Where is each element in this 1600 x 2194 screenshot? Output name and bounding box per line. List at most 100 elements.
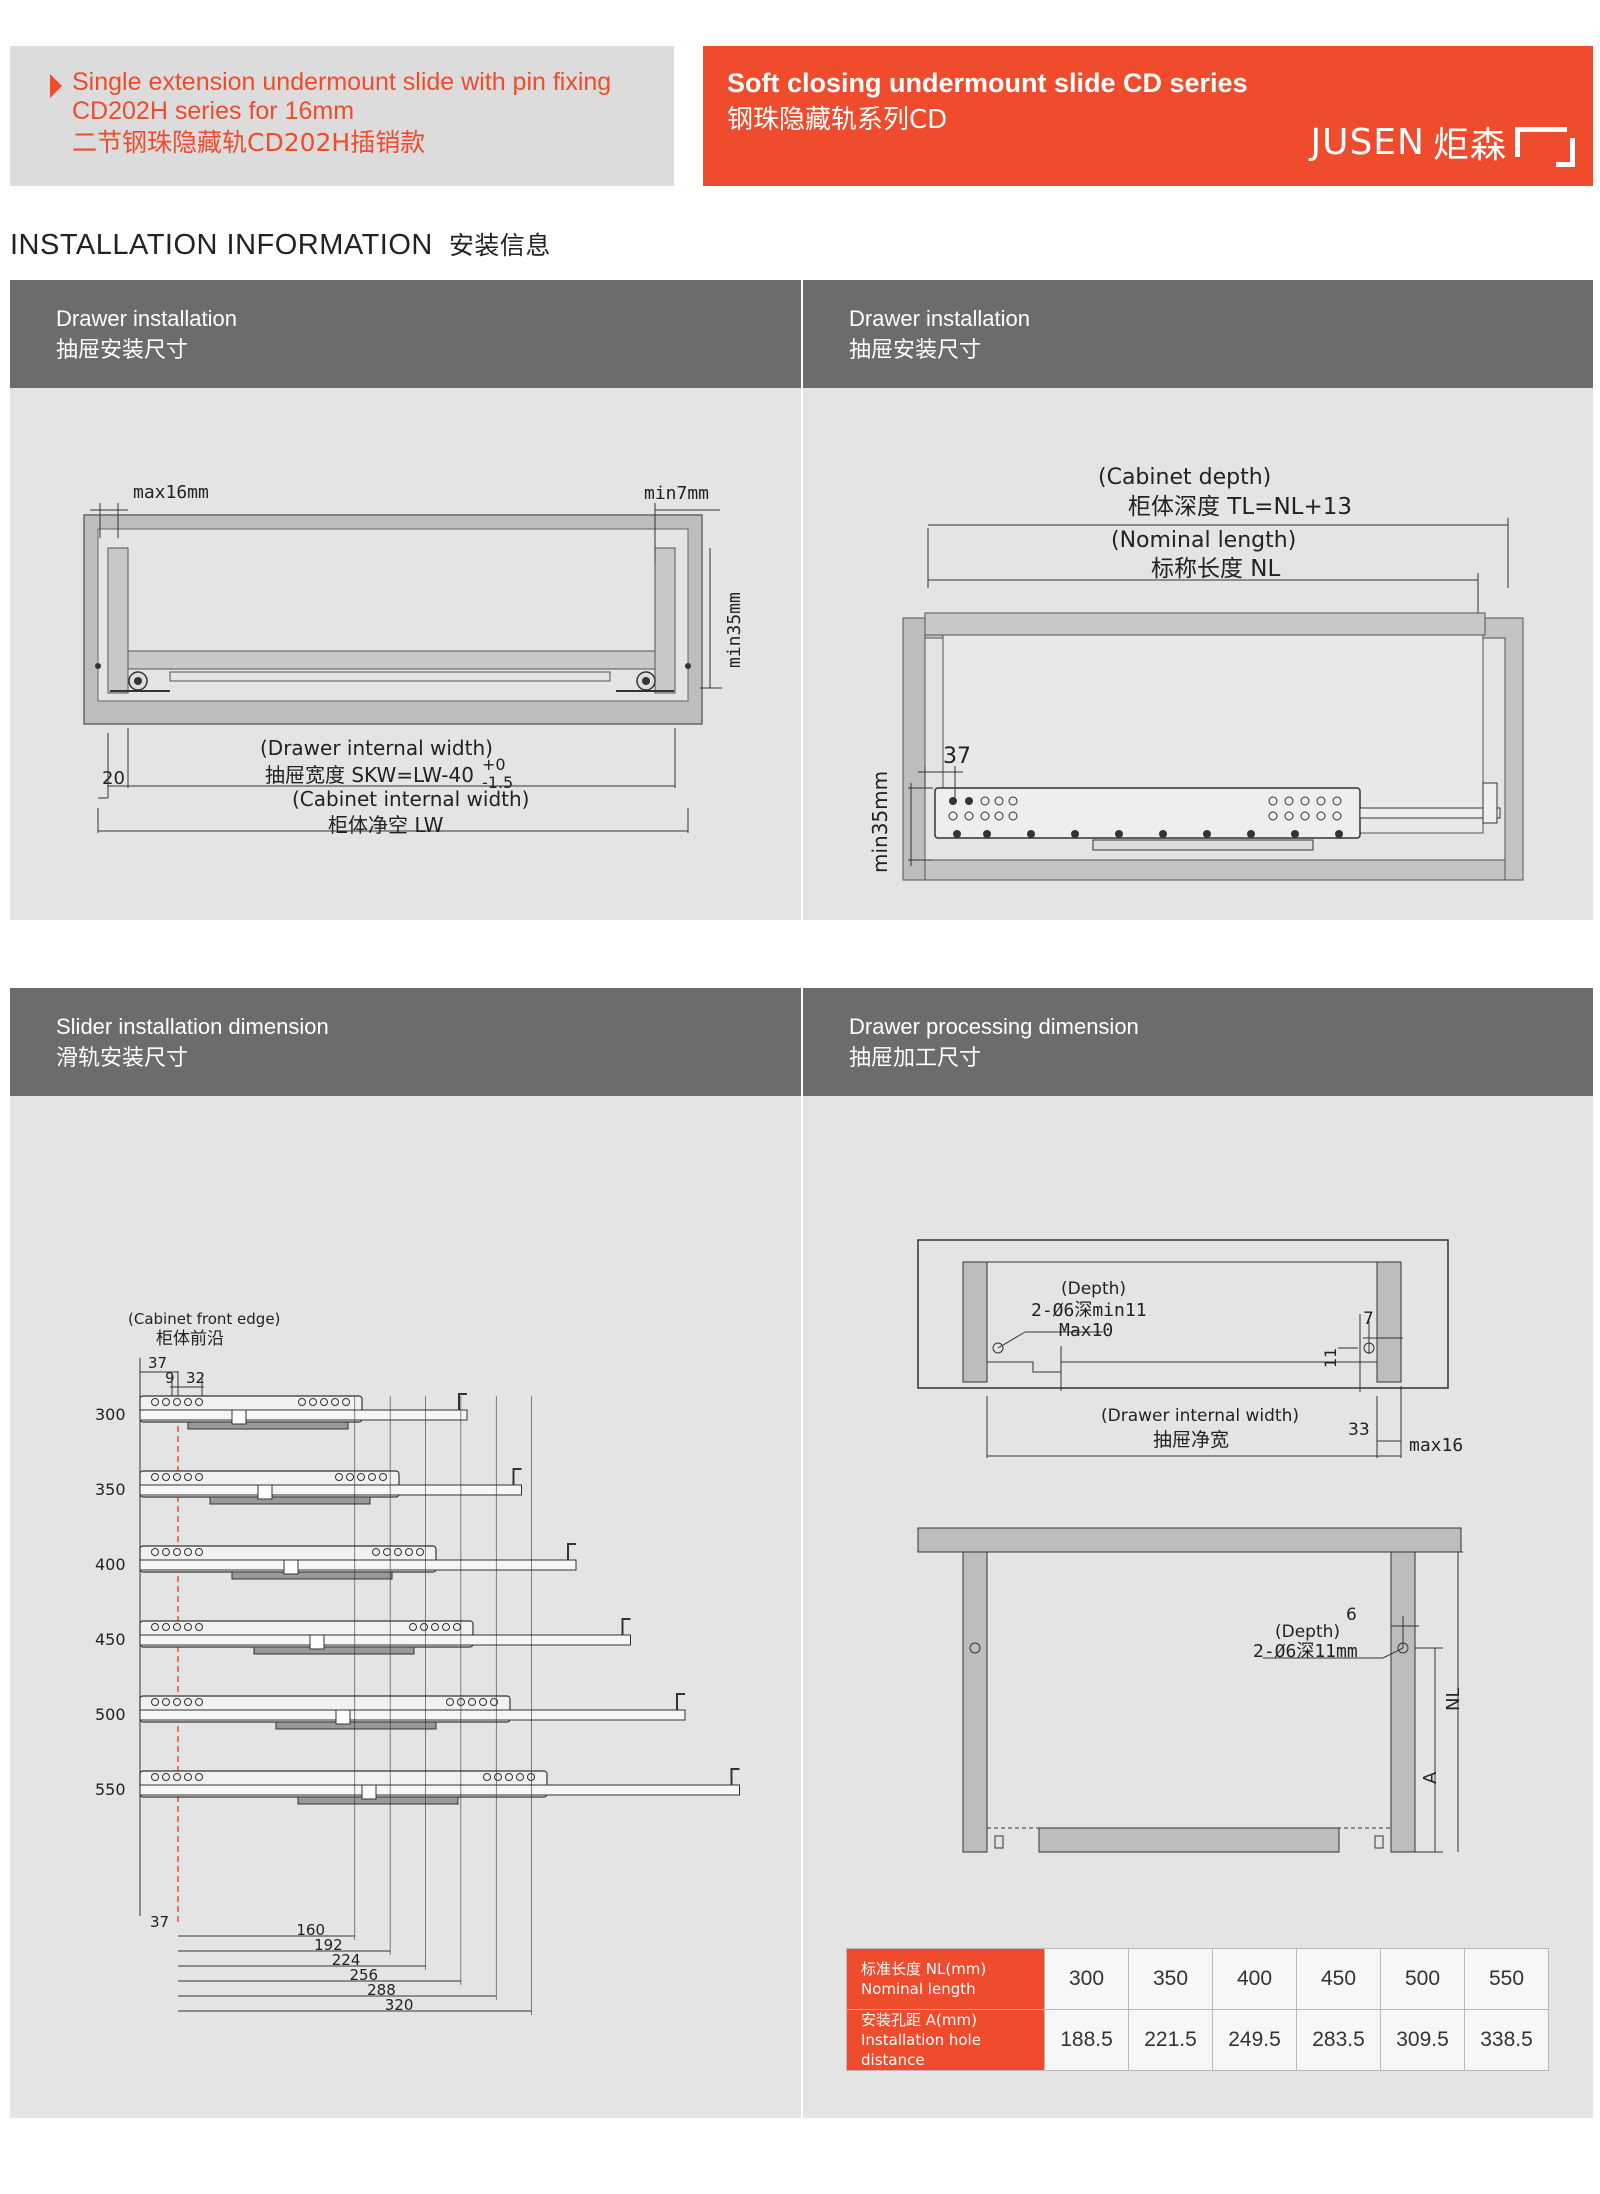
front-edge-cn: 柜体前沿 [156, 1329, 224, 1349]
cabinet-width-en: (Cabinet internal width) [292, 787, 529, 811]
slide-set [139, 1393, 740, 1805]
table-cell: 300 [1044, 1948, 1129, 2010]
cabinet-depth-en: (Cabinet depth) [1098, 465, 1271, 490]
drawer-right-panel [1376, 1261, 1402, 1383]
slide-left-hub [134, 677, 142, 685]
drawer-front-board [917, 1527, 1462, 1553]
section-title: INSTALLATION INFORMATION 安装信息 [10, 226, 551, 262]
slide-lower-rail [187, 1421, 349, 1430]
depth-label-2: (Depth) [1275, 1622, 1340, 1642]
drawer-front-diagram: max16mm min7mm min35mm (Drawer internal … [83, 482, 745, 837]
panel-title-cn: 滑轨安装尺寸 [56, 1046, 189, 1071]
slide-hole [483, 1773, 491, 1781]
brand-logo: JUSEN 炬森 [1310, 116, 1575, 168]
row-label-nominal-en: Nominal length [861, 1980, 976, 1998]
slide-rail-extension [1359, 807, 1501, 819]
hole-distance-label: 288 [367, 1981, 396, 1999]
drawer-left-board [962, 1551, 988, 1853]
min7-label: min7mm [644, 483, 709, 504]
header-left-line1: Single extension undermount slide with p… [72, 68, 612, 96]
table-cell: 221.5 [1128, 2009, 1213, 2071]
slide-rear-hook [676, 1693, 685, 1710]
slide-rail [139, 1484, 522, 1496]
tolerance-plus: +0 [482, 755, 506, 774]
hole-distance-label: 160 [296, 1921, 325, 1939]
front-edge-en: (Cabinet front edge) [128, 1310, 280, 1328]
slide-rear-hook [730, 1768, 740, 1785]
header-left-line3: 二节钢珠隐藏轨CD202H插销款 [72, 128, 426, 157]
slide-hole [173, 1698, 181, 1706]
min35-label: min35mm [868, 771, 892, 873]
row-label-nominal-cn: 标准长度 NL(mm) [861, 1960, 987, 1978]
panel-title-en: Drawer processing dimension [849, 1014, 1139, 1039]
slide-hole [516, 1773, 524, 1781]
drawer-left-side [107, 547, 129, 694]
drawer-bottom [127, 650, 656, 670]
row-label-nominal: 标准长度 NL(mm) Nominal length [846, 1948, 1045, 2010]
header-right-title-cn: 钢珠隐藏轨系列CD [727, 105, 948, 135]
hole-distance-label: 192 [314, 1936, 343, 1954]
hole-distance-label: 320 [385, 1996, 414, 2014]
drawer-right-side [654, 547, 676, 694]
slide-rail [139, 1709, 686, 1721]
slide-right-hub [642, 677, 650, 685]
slide-hole [162, 1698, 170, 1706]
drawer-right-board [1390, 1551, 1416, 1853]
slide-hole [195, 1623, 203, 1631]
slide-hole [368, 1473, 376, 1481]
slide-lock-icon [257, 1484, 273, 1500]
panel-title-cn: 抽屉安装尺寸 [849, 338, 982, 363]
slide-hole [416, 1548, 424, 1556]
dim-37-top: 37 [148, 1354, 167, 1372]
section-title-en: INSTALLATION INFORMATION [10, 229, 433, 261]
slide-hole [309, 1398, 317, 1406]
hole-left-icon [992, 1342, 1004, 1354]
slide-hole [490, 1698, 498, 1706]
drawer-width-en: (Drawer internal width) [260, 736, 493, 760]
cabinet-width-cn: 柜体净空 LW [328, 813, 444, 837]
slide-hole [151, 1473, 159, 1481]
pin-slot-right-icon [1374, 1835, 1384, 1849]
panel-drawer-installation-side: Drawer installation 抽屉安装尺寸 (Cabinet dept… [803, 280, 1593, 920]
slide-hole [173, 1548, 181, 1556]
hole-distance-label: 256 [349, 1966, 378, 1984]
slide-450 [139, 1618, 631, 1655]
header-right-title-en: Soft closing undermount slide CD series [727, 68, 1248, 98]
slide-hole [320, 1398, 328, 1406]
row-label-hole-en: Installation hole distance [861, 2031, 981, 2069]
slide-550 [139, 1768, 740, 1805]
table-cell: 338.5 [1464, 2009, 1549, 2071]
slide-length-label: 450 [95, 1630, 126, 1649]
max16-label: max16mm [133, 482, 209, 503]
drawer-bottom-profile [987, 1361, 1377, 1373]
max16-label: max16 [1409, 1435, 1463, 1456]
plan-view-dims [1263, 1551, 1463, 1853]
slide-hole [357, 1473, 365, 1481]
cabinet-front [902, 617, 926, 881]
table-cell: 450 [1296, 1948, 1381, 2010]
slide-hole-outlines [948, 796, 1342, 821]
dim-33-label: 33 [1348, 1420, 1370, 1440]
section-title-cn: 安装信息 [448, 231, 551, 260]
triangle-arrow-icon [50, 74, 62, 98]
slide-hole [453, 1623, 461, 1631]
slide-500 [139, 1693, 686, 1730]
dim-37-bottom: 37 [150, 1913, 169, 1931]
slide-hole [162, 1623, 170, 1631]
max10-label: Max10 [1059, 1320, 1113, 1341]
slide-lock-icon [309, 1634, 325, 1650]
panel-header: Drawer processing dimension 抽屉加工尺寸 [803, 988, 1593, 1096]
slide-hole [195, 1548, 203, 1556]
panel-title-cn: 抽屉安装尺寸 [56, 338, 189, 363]
slide-hole [162, 1773, 170, 1781]
slide-lower-rail [231, 1571, 393, 1580]
panel-title-en: Drawer installation [849, 306, 1030, 331]
slide-hole [405, 1548, 413, 1556]
slide-hole [184, 1473, 192, 1481]
slide-hole [195, 1473, 203, 1481]
slide-lower-rail [1092, 839, 1314, 851]
dim-37-lines [908, 766, 963, 866]
slide-length-label: 300 [95, 1405, 126, 1424]
dim-37-label: 37 [943, 744, 971, 769]
slide-hole [173, 1473, 181, 1481]
